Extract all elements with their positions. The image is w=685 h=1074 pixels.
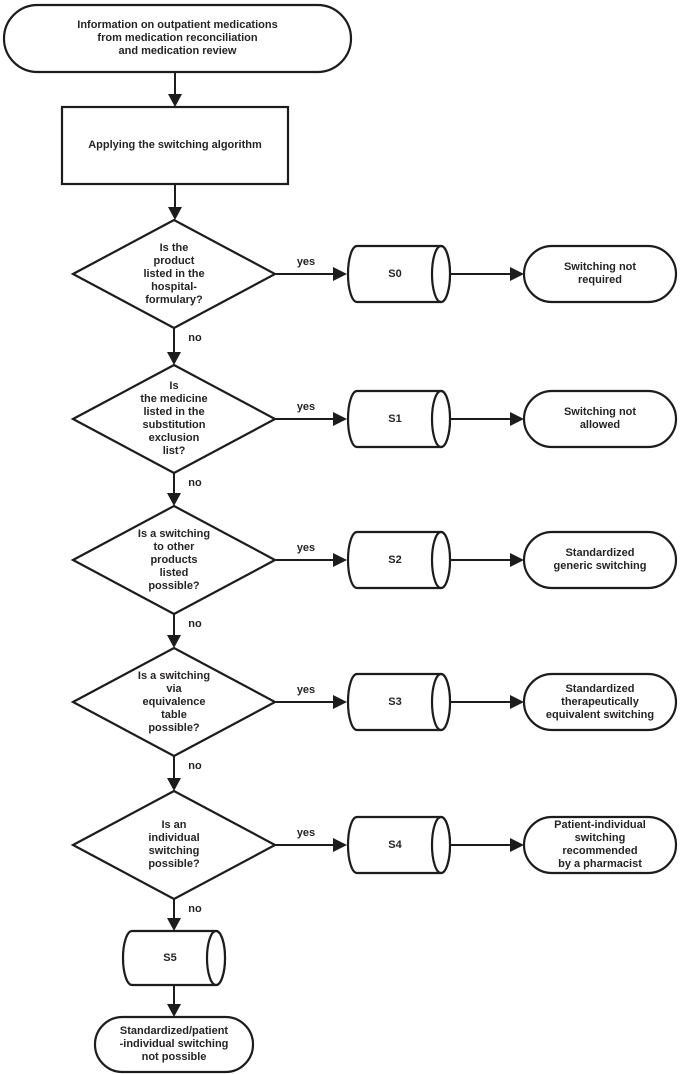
arrow-decision-4-yes bbox=[275, 695, 347, 709]
cylinder-s2-label: S2 bbox=[388, 553, 402, 566]
arrow-decision-4-no bbox=[167, 756, 181, 791]
yes-label-3: yes bbox=[296, 542, 316, 554]
cylinder-s4-shape bbox=[346, 815, 452, 875]
cylinder-s5-label: S5 bbox=[163, 951, 177, 964]
outcome-4-label: Standardized therapeutically equivalent … bbox=[545, 682, 655, 721]
yes-label-5: yes bbox=[296, 827, 316, 839]
outcome-3-terminator-shape bbox=[522, 530, 678, 590]
yes-label-2: yes bbox=[296, 401, 316, 413]
cylinder-s3-label: S3 bbox=[388, 695, 402, 708]
arrow-decision-5-yes bbox=[275, 838, 347, 852]
outcome-1-label: Switching not required bbox=[563, 261, 637, 286]
arrow-start-to-process bbox=[168, 72, 182, 107]
yes-label-1: yes bbox=[296, 256, 316, 268]
arrow-decision-3-yes bbox=[275, 553, 347, 567]
arrow-decision-2-yes bbox=[275, 412, 347, 426]
no-label-4: no bbox=[188, 760, 202, 772]
outcome-5-label: Patient-individual switching recommended… bbox=[554, 819, 646, 870]
arrow-s0-to-outcome-1 bbox=[450, 267, 524, 281]
outcome-5-terminator-shape bbox=[522, 815, 678, 875]
arrow-s4-to-outcome-5 bbox=[450, 838, 524, 852]
outcome-2-label: Switching not allowed bbox=[563, 406, 637, 431]
cylinder-s4-label: S4 bbox=[388, 838, 402, 851]
yes-label-4: yes bbox=[296, 684, 316, 696]
outcome-4-terminator-shape bbox=[522, 672, 678, 732]
cylinder-s1-label: S1 bbox=[388, 412, 402, 425]
cylinder-s1-shape bbox=[346, 389, 452, 449]
arrow-decision-5-no bbox=[167, 899, 181, 931]
decision-1-label: Is the product listed in the hospital- f… bbox=[143, 241, 205, 306]
arrow-decision-3-no bbox=[167, 614, 181, 648]
arrow-decision-1-no bbox=[167, 328, 181, 365]
cylinder-s5-shape bbox=[121, 929, 227, 987]
no-label-1: no bbox=[188, 332, 202, 344]
outcome-1-terminator-shape bbox=[522, 244, 678, 304]
final-outcome-terminator-shape bbox=[93, 1015, 255, 1074]
start-terminator-shape bbox=[2, 3, 353, 74]
arrow-s3-to-outcome-4 bbox=[450, 695, 524, 709]
cylinder-s3-shape bbox=[346, 672, 452, 732]
decision-4-label: Is a switching via equivalence table pos… bbox=[137, 669, 211, 734]
arrow-s5-to-final-outcome bbox=[167, 985, 181, 1017]
arrow-s2-to-outcome-3 bbox=[450, 553, 524, 567]
final-outcome-label: Standardized/patient -individual switchi… bbox=[119, 1025, 229, 1063]
process-box-label: Applying the switching algorithm bbox=[88, 139, 262, 151]
outcome-2-terminator-shape bbox=[522, 389, 678, 449]
arrow-s1-to-outcome-2 bbox=[450, 412, 524, 426]
decision-5-label: Is an individual switching possible? bbox=[148, 819, 200, 870]
arrow-process-to-decision-1 bbox=[168, 184, 182, 220]
no-label-3: no bbox=[188, 618, 202, 630]
outcome-3-label: Standardized generic switching bbox=[553, 547, 647, 572]
decision-2-label: Is the medicine listed in the substituti… bbox=[140, 380, 208, 457]
cylinder-s0-shape bbox=[346, 244, 452, 304]
cylinder-s2-shape bbox=[346, 530, 452, 590]
arrow-decision-1-yes bbox=[275, 267, 347, 281]
arrow-decision-2-no bbox=[167, 473, 181, 506]
decision-3-label: Is a switching to other products listed … bbox=[137, 527, 211, 592]
start-terminator-label: Information on outpatient medications fr… bbox=[77, 19, 278, 57]
cylinder-s0-label: S0 bbox=[388, 267, 402, 280]
no-label-5: no bbox=[188, 903, 202, 915]
process-box-shape bbox=[60, 105, 290, 186]
no-label-2: no bbox=[188, 477, 202, 489]
